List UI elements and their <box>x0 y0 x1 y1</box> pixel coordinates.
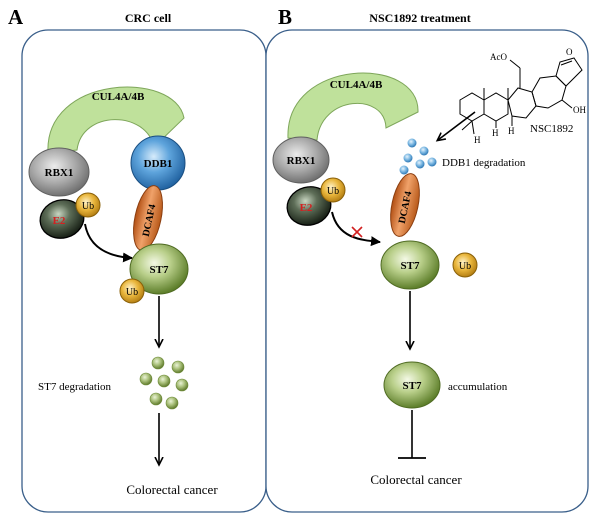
st7-label: ST7 <box>150 264 169 276</box>
st7-degradation-label: ST7 degradation <box>38 381 112 393</box>
cul4-scaffold-b <box>287 72 419 141</box>
ub-on-e2-label: Ub <box>82 201 94 212</box>
degradation-dot <box>157 374 171 388</box>
ddb1-degradation-label: DDB1 degradation <box>442 157 526 169</box>
st7-label-b: ST7 <box>401 260 420 272</box>
accumulation-label: accumulation <box>448 381 508 393</box>
ddb1-dot <box>399 165 409 175</box>
st7-accumulated-label: ST7 <box>403 380 422 392</box>
cul4-label: CUL4A/4B <box>92 91 145 103</box>
st7-protein <box>129 243 189 295</box>
ub-free-label: Ub <box>126 287 138 298</box>
ddb1-dot <box>407 138 417 148</box>
ub-on-e2-b <box>320 177 346 203</box>
panel-a-letter: A <box>8 5 24 29</box>
e2-label: E2 <box>53 215 66 227</box>
blocked-transfer-arrow <box>331 211 381 247</box>
ub-on-e2 <box>75 192 101 218</box>
st7-protein-b <box>380 240 440 290</box>
ub-free-b <box>452 252 478 278</box>
compound-h3: H <box>474 135 481 145</box>
panel-b: B NSC1892 treatment CUL4A/4B RBX1 E2 Ub … <box>265 5 589 513</box>
rbx1-protein-b <box>272 136 330 184</box>
dcaf4-protein-b <box>390 173 420 237</box>
degradation-dot <box>175 378 189 392</box>
degradation-dot <box>151 356 165 370</box>
inhibition-cross <box>351 226 363 238</box>
panel-a-title: CRC cell <box>125 11 172 25</box>
compound-arrow <box>438 111 476 140</box>
compound-h2: H <box>508 126 515 136</box>
cul4-label-b: CUL4A/4B <box>330 79 383 91</box>
ddb1-dot <box>415 159 425 169</box>
ub-free <box>119 278 145 304</box>
ub-on-e2-label-b: Ub <box>327 186 339 197</box>
e2-label-b: E2 <box>300 202 313 214</box>
nsc1892-structure <box>459 57 583 135</box>
ddb1-degradation-dots <box>399 138 437 175</box>
ddb1-dot <box>419 146 429 156</box>
rbx1-label: RBX1 <box>45 167 74 179</box>
outcome-label-b: Colorectal cancer <box>370 472 462 487</box>
st7-accumulated <box>383 361 441 409</box>
compound-name: NSC1892 <box>530 123 573 135</box>
degradation-dot <box>171 360 185 374</box>
ub-free-label-b: Ub <box>459 261 471 272</box>
st7-degradation-dots <box>139 356 189 410</box>
ddb1-dot <box>403 153 413 163</box>
compound-aco: AcO <box>490 52 507 62</box>
compound-oh: OH <box>573 105 586 115</box>
panel-b-title: NSC1892 treatment <box>369 11 470 25</box>
degradation-dot <box>149 392 163 406</box>
degradation-dot <box>165 396 179 410</box>
outcome-label-a: Colorectal cancer <box>126 482 218 497</box>
ddb1-dot <box>427 157 437 167</box>
rbx1-protein <box>28 147 90 197</box>
degradation-dot <box>139 372 153 386</box>
compound-h1: H <box>492 128 499 138</box>
ddb1-label: DDB1 <box>144 158 173 170</box>
rbx1-label-b: RBX1 <box>287 155 316 167</box>
cul4-scaffold <box>47 86 185 154</box>
ubiquitin-transfer-arrow <box>84 223 133 263</box>
panel-b-letter: B <box>278 5 292 29</box>
compound-furan-o: O <box>566 47 573 57</box>
panel-a: A CRC cell CUL4A/4B RBX1 DDB1 E2 Ub DCAF… <box>8 5 267 513</box>
